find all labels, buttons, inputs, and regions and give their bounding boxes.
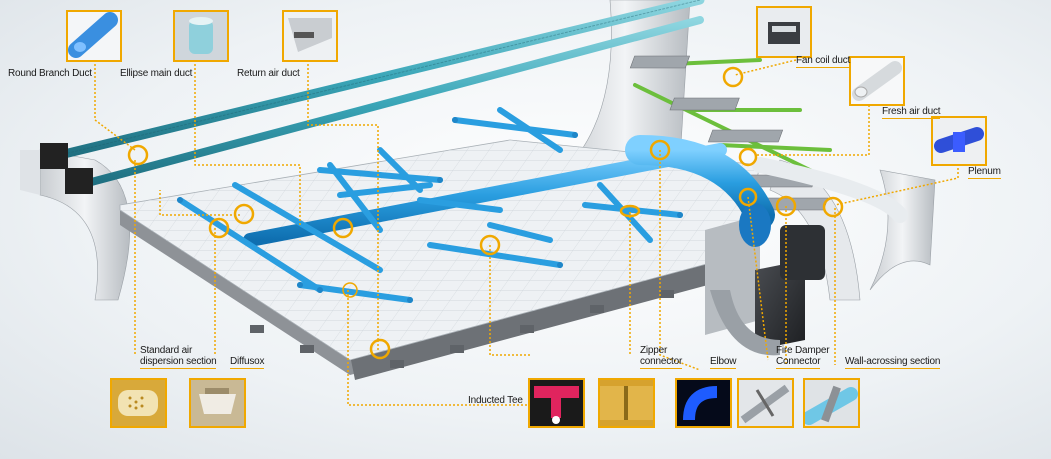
- wall-acrossing-thumbnail: [803, 378, 860, 428]
- zipper-connector-icon: [600, 380, 653, 426]
- zipper-connector-thumbnail: [598, 378, 655, 428]
- standard-air-dispersion-label-line2: dispersion section: [140, 356, 217, 369]
- ellipse-main-duct-label: Ellipse main duct: [120, 68, 193, 79]
- diffusox-label: Diffusox: [230, 356, 265, 369]
- inducted-tee-icon: [530, 380, 583, 426]
- fire-damper-label-line1: Fire Damper: [776, 345, 830, 356]
- plenum-icon: [933, 118, 985, 164]
- plenum-label: Plenum: [968, 166, 1001, 179]
- standard-air-dispersion-thumbnail: [110, 378, 167, 428]
- inducted-tee-label: Inducted Tee: [468, 395, 523, 406]
- ellipse-duct-icon: [175, 12, 227, 60]
- ellipse-main-duct-thumbnail: [173, 10, 229, 62]
- perforated-duct-icon: [112, 380, 165, 426]
- fan-coil-icon: [758, 8, 810, 56]
- diffusox-thumbnail: [189, 378, 246, 428]
- fire-damper-icon: [739, 380, 792, 426]
- fresh-air-duct-thumbnail: [849, 56, 905, 106]
- wall-acrossing-icon: [805, 380, 858, 426]
- plenum-thumbnail: [931, 116, 987, 166]
- inducted-tee-thumbnail: [528, 378, 585, 428]
- wall-acrossing-label: Wall-acrossing section: [845, 356, 941, 369]
- zipper-connector-label-line1: Zipper: [640, 345, 668, 356]
- standard-air-dispersion-label-line1: Standard air: [140, 345, 193, 356]
- elbow-thumbnail: [675, 378, 732, 428]
- return-air-duct-label: Return air duct: [237, 68, 300, 79]
- return-duct-icon: [284, 12, 336, 60]
- fan-coil-duct-label: Fan coil duct: [796, 55, 851, 68]
- round-branch-duct-label: Round Branch Duct: [8, 68, 92, 79]
- fresh-air-duct-icon: [851, 58, 903, 104]
- fresh-air-duct-label: Fresh air duct: [882, 106, 941, 119]
- fan-coil-duct-thumbnail: [756, 6, 812, 58]
- elbow-icon: [677, 380, 730, 426]
- round-branch-duct-thumbnail: [66, 10, 122, 62]
- diffusox-icon: [191, 380, 244, 426]
- blue-round-duct-icon: [68, 12, 120, 60]
- return-air-duct-thumbnail: [282, 10, 338, 62]
- elbow-label: Elbow: [710, 356, 737, 369]
- fire-damper-label-line2: Connector: [776, 356, 821, 369]
- zipper-connector-label-line2: connector: [640, 356, 683, 369]
- fire-damper-thumbnail: [737, 378, 794, 428]
